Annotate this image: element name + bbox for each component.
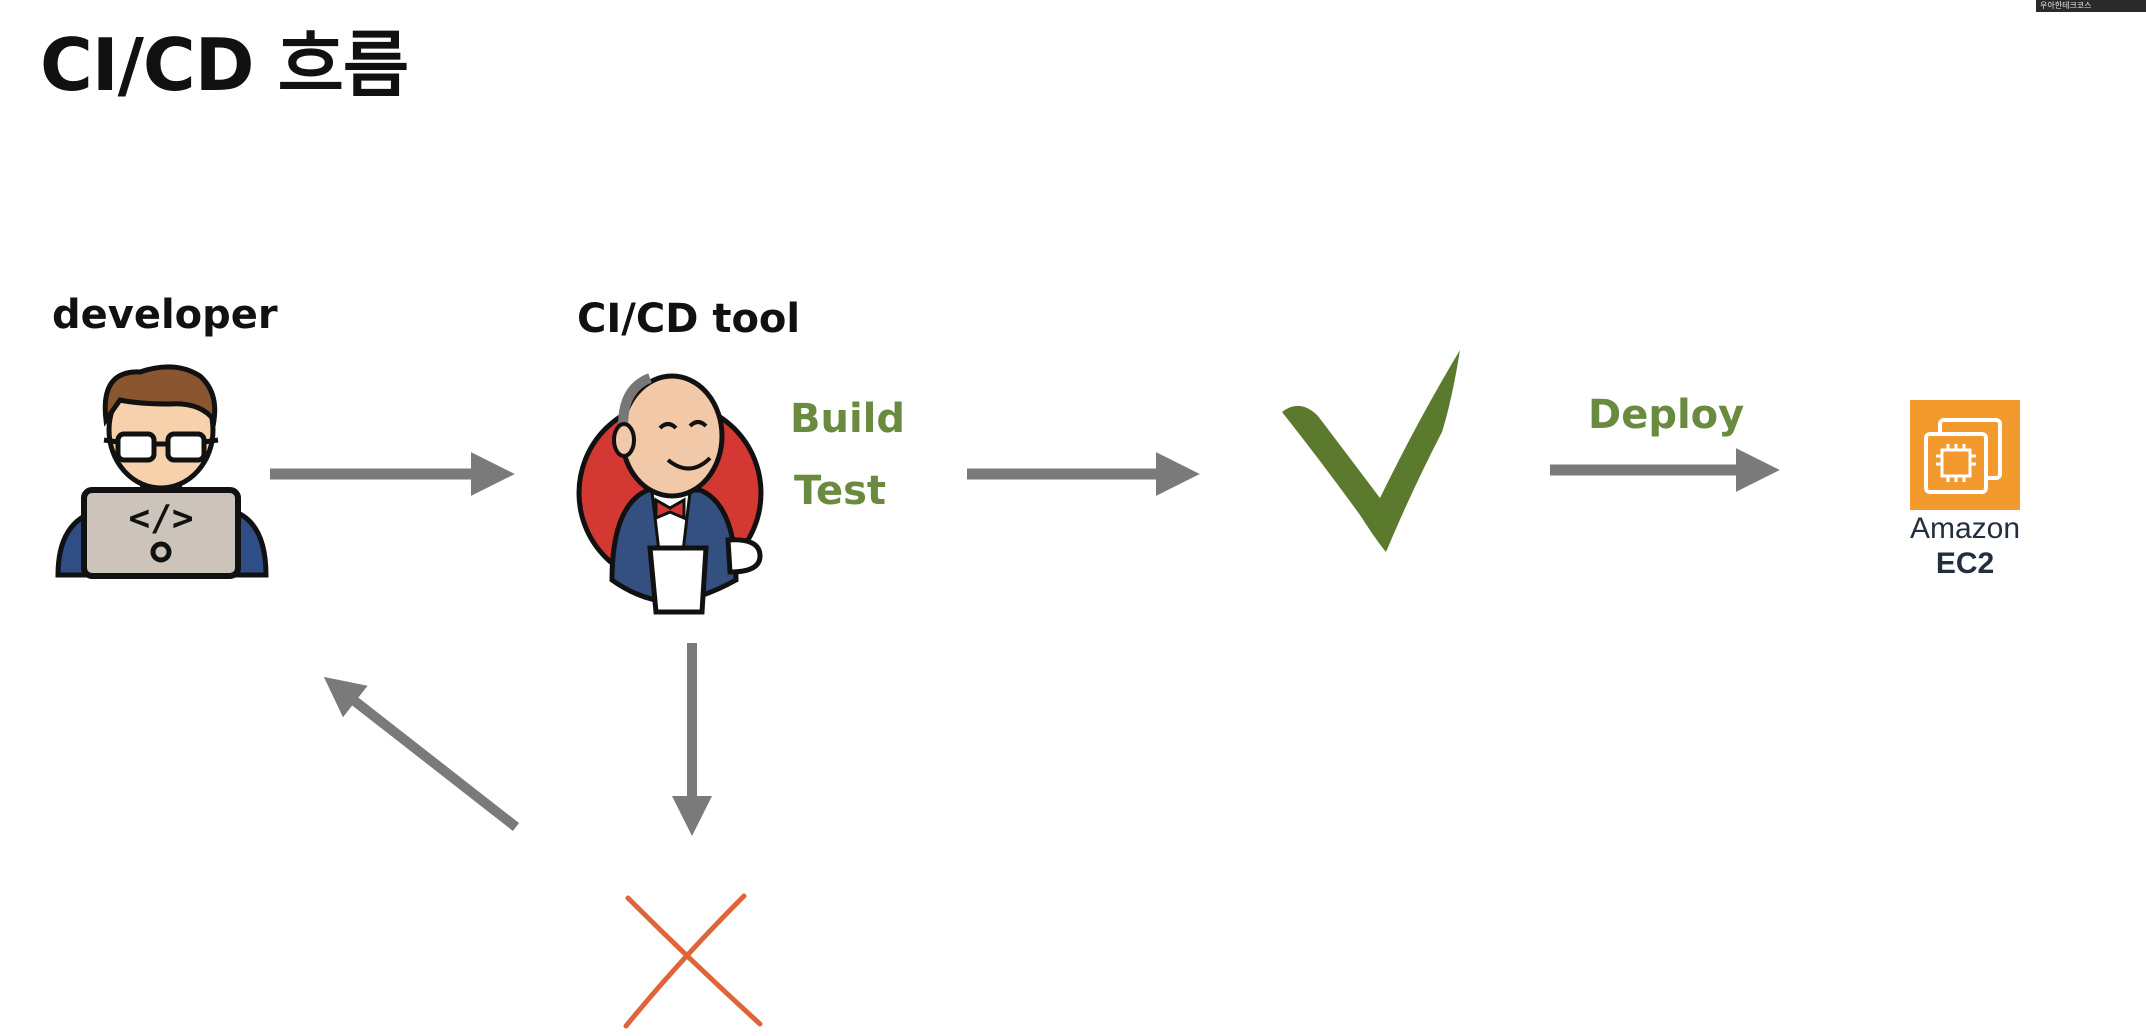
success-check-icon xyxy=(1282,350,1460,552)
svg-text:</>: </> xyxy=(128,498,193,539)
amazon-label: Amazon xyxy=(1909,512,2021,545)
corner-badge: 우아한테크코스 xyxy=(2036,0,2146,12)
amazon-ec2-caption: Amazon EC2 xyxy=(1880,512,2050,581)
arrow-failure-to-developer xyxy=(323,676,520,831)
cicd-tool-label: CI/CD tool xyxy=(577,296,801,342)
failure-x-icon xyxy=(623,893,763,1029)
test-label: Test xyxy=(794,468,887,514)
amazon-ec2-icon xyxy=(1910,400,2020,510)
build-label: Build xyxy=(790,396,906,442)
developer-icon: </> xyxy=(55,364,269,579)
ec2-label: EC2 xyxy=(1935,546,1995,580)
jenkins-icon xyxy=(576,373,764,615)
developer-label: developer xyxy=(52,292,278,338)
slide-title: CI/CD 흐름 xyxy=(40,23,409,107)
deploy-label: Deploy xyxy=(1588,392,1745,438)
